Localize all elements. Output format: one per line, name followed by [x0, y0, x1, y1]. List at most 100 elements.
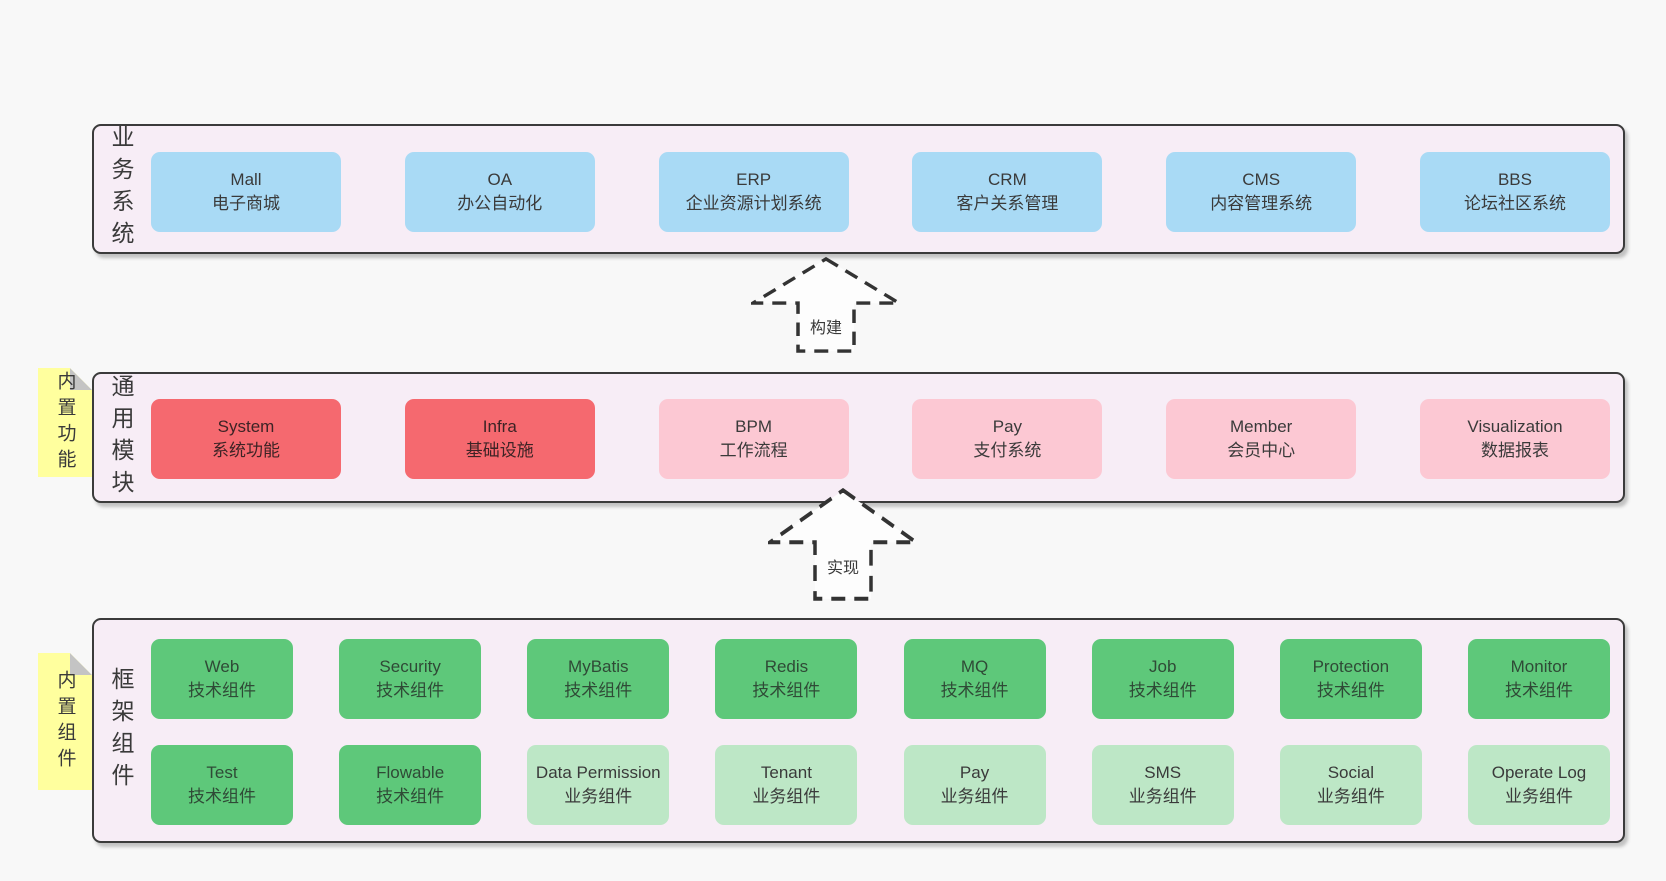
box-bpm: BPM 工作流程 — [658, 399, 849, 479]
box-title: Web — [204, 656, 240, 676]
build-arrow-label: 构建 — [806, 314, 846, 338]
box-subtitle: 业务组件 — [564, 787, 633, 806]
box-subtitle: 技术组件 — [564, 681, 633, 700]
box-subtitle: 技术组件 — [940, 681, 1009, 700]
box-subtitle: 技术组件 — [188, 787, 256, 806]
box-security: Security 技术组件 — [339, 639, 482, 719]
box-subtitle: 办公自动化 — [457, 194, 543, 213]
box-subtitle: 数据报表 — [1480, 441, 1549, 460]
box-visualization: Visualization 数据报表 — [1419, 399, 1610, 479]
box-subtitle: 内容管理系统 — [1210, 194, 1313, 213]
box-crm: CRM 客户关系管理 — [912, 152, 1103, 232]
box-title: Operate Log — [1491, 762, 1587, 782]
components-row-1: Web 技术组件 Security 技术组件 MyBatis 技术组件 Redi… — [151, 639, 1610, 719]
box-subtitle: 业务组件 — [1316, 787, 1385, 806]
box-erp: ERP 企业资源计划系统 — [658, 152, 849, 232]
box-cms: CMS 内容管理系统 — [1166, 152, 1357, 232]
box-title: OA — [487, 169, 513, 189]
box-title: SMS — [1144, 762, 1182, 782]
box-subtitle: 技术组件 — [376, 681, 445, 700]
components-row-2: Test 技术组件 Flowable 技术组件 Data Permission … — [151, 745, 1610, 825]
layer-label-modules: 通用模块 — [108, 373, 134, 502]
box-title: Social — [1327, 762, 1374, 782]
box-title: Data Permission — [535, 762, 661, 782]
box-system: System 系统功能 — [151, 399, 341, 479]
box-subtitle: 业务组件 — [1128, 787, 1197, 806]
box-subtitle: 业务组件 — [752, 787, 821, 806]
box-subtitle: 技术组件 — [188, 681, 256, 700]
layer-framework-components: 框架组件 Web 技术组件 Security 技术组件 MyBatis 技术组件… — [92, 618, 1625, 843]
box-mybatis: MyBatis 技术组件 — [527, 639, 670, 719]
box-subtitle: 企业资源计划系统 — [685, 194, 822, 213]
box-pay-module: Pay 支付系统 — [912, 399, 1103, 479]
box-infra: Infra 基础设施 — [404, 399, 595, 479]
box-subtitle: 技术组件 — [1128, 681, 1197, 700]
box-mq: MQ 技术组件 — [903, 639, 1046, 719]
box-title: Tenant — [760, 762, 812, 782]
business-box-row: Mall 电子商城 OA 办公自动化 ERP 企业资源计划系统 CRM 客户关系… — [151, 152, 1610, 232]
implement-arrow-label: 实现 — [823, 554, 863, 578]
dashed-up-arrow-icon — [768, 488, 918, 601]
layer-business-systems: 业务系统 Mall 电子商城 OA 办公自动化 ERP 企业资源计划系统 CRM… — [92, 124, 1625, 254]
layer-label-components: 框架组件 — [108, 666, 134, 795]
box-test: Test 技术组件 — [151, 745, 293, 825]
box-subtitle: 技术组件 — [1504, 681, 1573, 700]
box-protection: Protection 技术组件 — [1279, 639, 1422, 719]
box-subtitle: 技术组件 — [1316, 681, 1385, 700]
box-title: Job — [1148, 656, 1177, 676]
box-title: Pay — [992, 416, 1023, 436]
box-subtitle: 业务组件 — [940, 787, 1009, 806]
box-operate-log: Operate Log 业务组件 — [1467, 745, 1610, 825]
box-subtitle: 业务组件 — [1504, 787, 1573, 806]
box-title: Monitor — [1510, 656, 1568, 676]
box-title: BBS — [1497, 169, 1532, 189]
box-subtitle: 系统功能 — [212, 441, 280, 460]
box-title: Protection — [1312, 656, 1390, 676]
box-title: Mall — [230, 169, 262, 189]
box-pay-component: Pay 业务组件 — [903, 745, 1046, 825]
box-subtitle: 支付系统 — [973, 441, 1042, 460]
box-title: Security — [379, 656, 441, 676]
sticky-text: 内置组件 — [54, 669, 76, 774]
box-subtitle: 论坛社区系统 — [1463, 194, 1566, 213]
box-title: ERP — [736, 169, 772, 189]
box-title: MQ — [960, 656, 989, 676]
box-tenant: Tenant 业务组件 — [715, 745, 858, 825]
box-title: MyBatis — [568, 656, 629, 676]
box-title: CMS — [1242, 169, 1281, 189]
box-sms: SMS 业务组件 — [1091, 745, 1234, 825]
build-arrow: 构建 — [751, 257, 901, 353]
box-title: Infra — [482, 416, 517, 436]
box-redis: Redis 技术组件 — [715, 639, 858, 719]
layer-common-modules: 通用模块 System 系统功能 Infra 基础设施 BPM 工作流程 Pay… — [92, 372, 1625, 503]
box-subtitle: 技术组件 — [376, 787, 445, 806]
box-web: Web 技术组件 — [151, 639, 293, 719]
box-flowable: Flowable 技术组件 — [339, 745, 482, 825]
layer-label-business: 业务系统 — [108, 125, 134, 253]
box-subtitle: 工作流程 — [719, 441, 788, 460]
box-title: CRM — [988, 169, 1027, 189]
box-title: Flowable — [376, 762, 445, 782]
box-title: BPM — [735, 416, 773, 436]
box-data-permission: Data Permission 业务组件 — [527, 745, 670, 825]
box-mall: Mall 电子商城 — [151, 152, 341, 232]
box-title: System — [217, 416, 275, 436]
box-title: Test — [206, 762, 238, 782]
box-subtitle: 电子商城 — [212, 194, 280, 213]
modules-box-row: System 系统功能 Infra 基础设施 BPM 工作流程 Pay 支付系统… — [151, 399, 1610, 479]
box-oa: OA 办公自动化 — [404, 152, 595, 232]
box-subtitle: 会员中心 — [1227, 441, 1296, 460]
box-job: Job 技术组件 — [1091, 639, 1234, 719]
box-title: Member — [1230, 416, 1293, 436]
sticky-note-builtin-features: 内置功能 — [38, 368, 92, 477]
box-subtitle: 基础设施 — [465, 441, 534, 460]
implement-arrow: 实现 — [768, 488, 918, 601]
box-title: Redis — [764, 656, 809, 676]
box-subtitle: 客户关系管理 — [956, 194, 1059, 213]
box-subtitle: 技术组件 — [752, 681, 821, 700]
dashed-up-arrow-icon — [751, 257, 901, 353]
box-bbs: BBS 论坛社区系统 — [1419, 152, 1610, 232]
box-monitor: Monitor 技术组件 — [1467, 639, 1610, 719]
sticky-note-builtin-components: 内置组件 — [38, 653, 92, 790]
